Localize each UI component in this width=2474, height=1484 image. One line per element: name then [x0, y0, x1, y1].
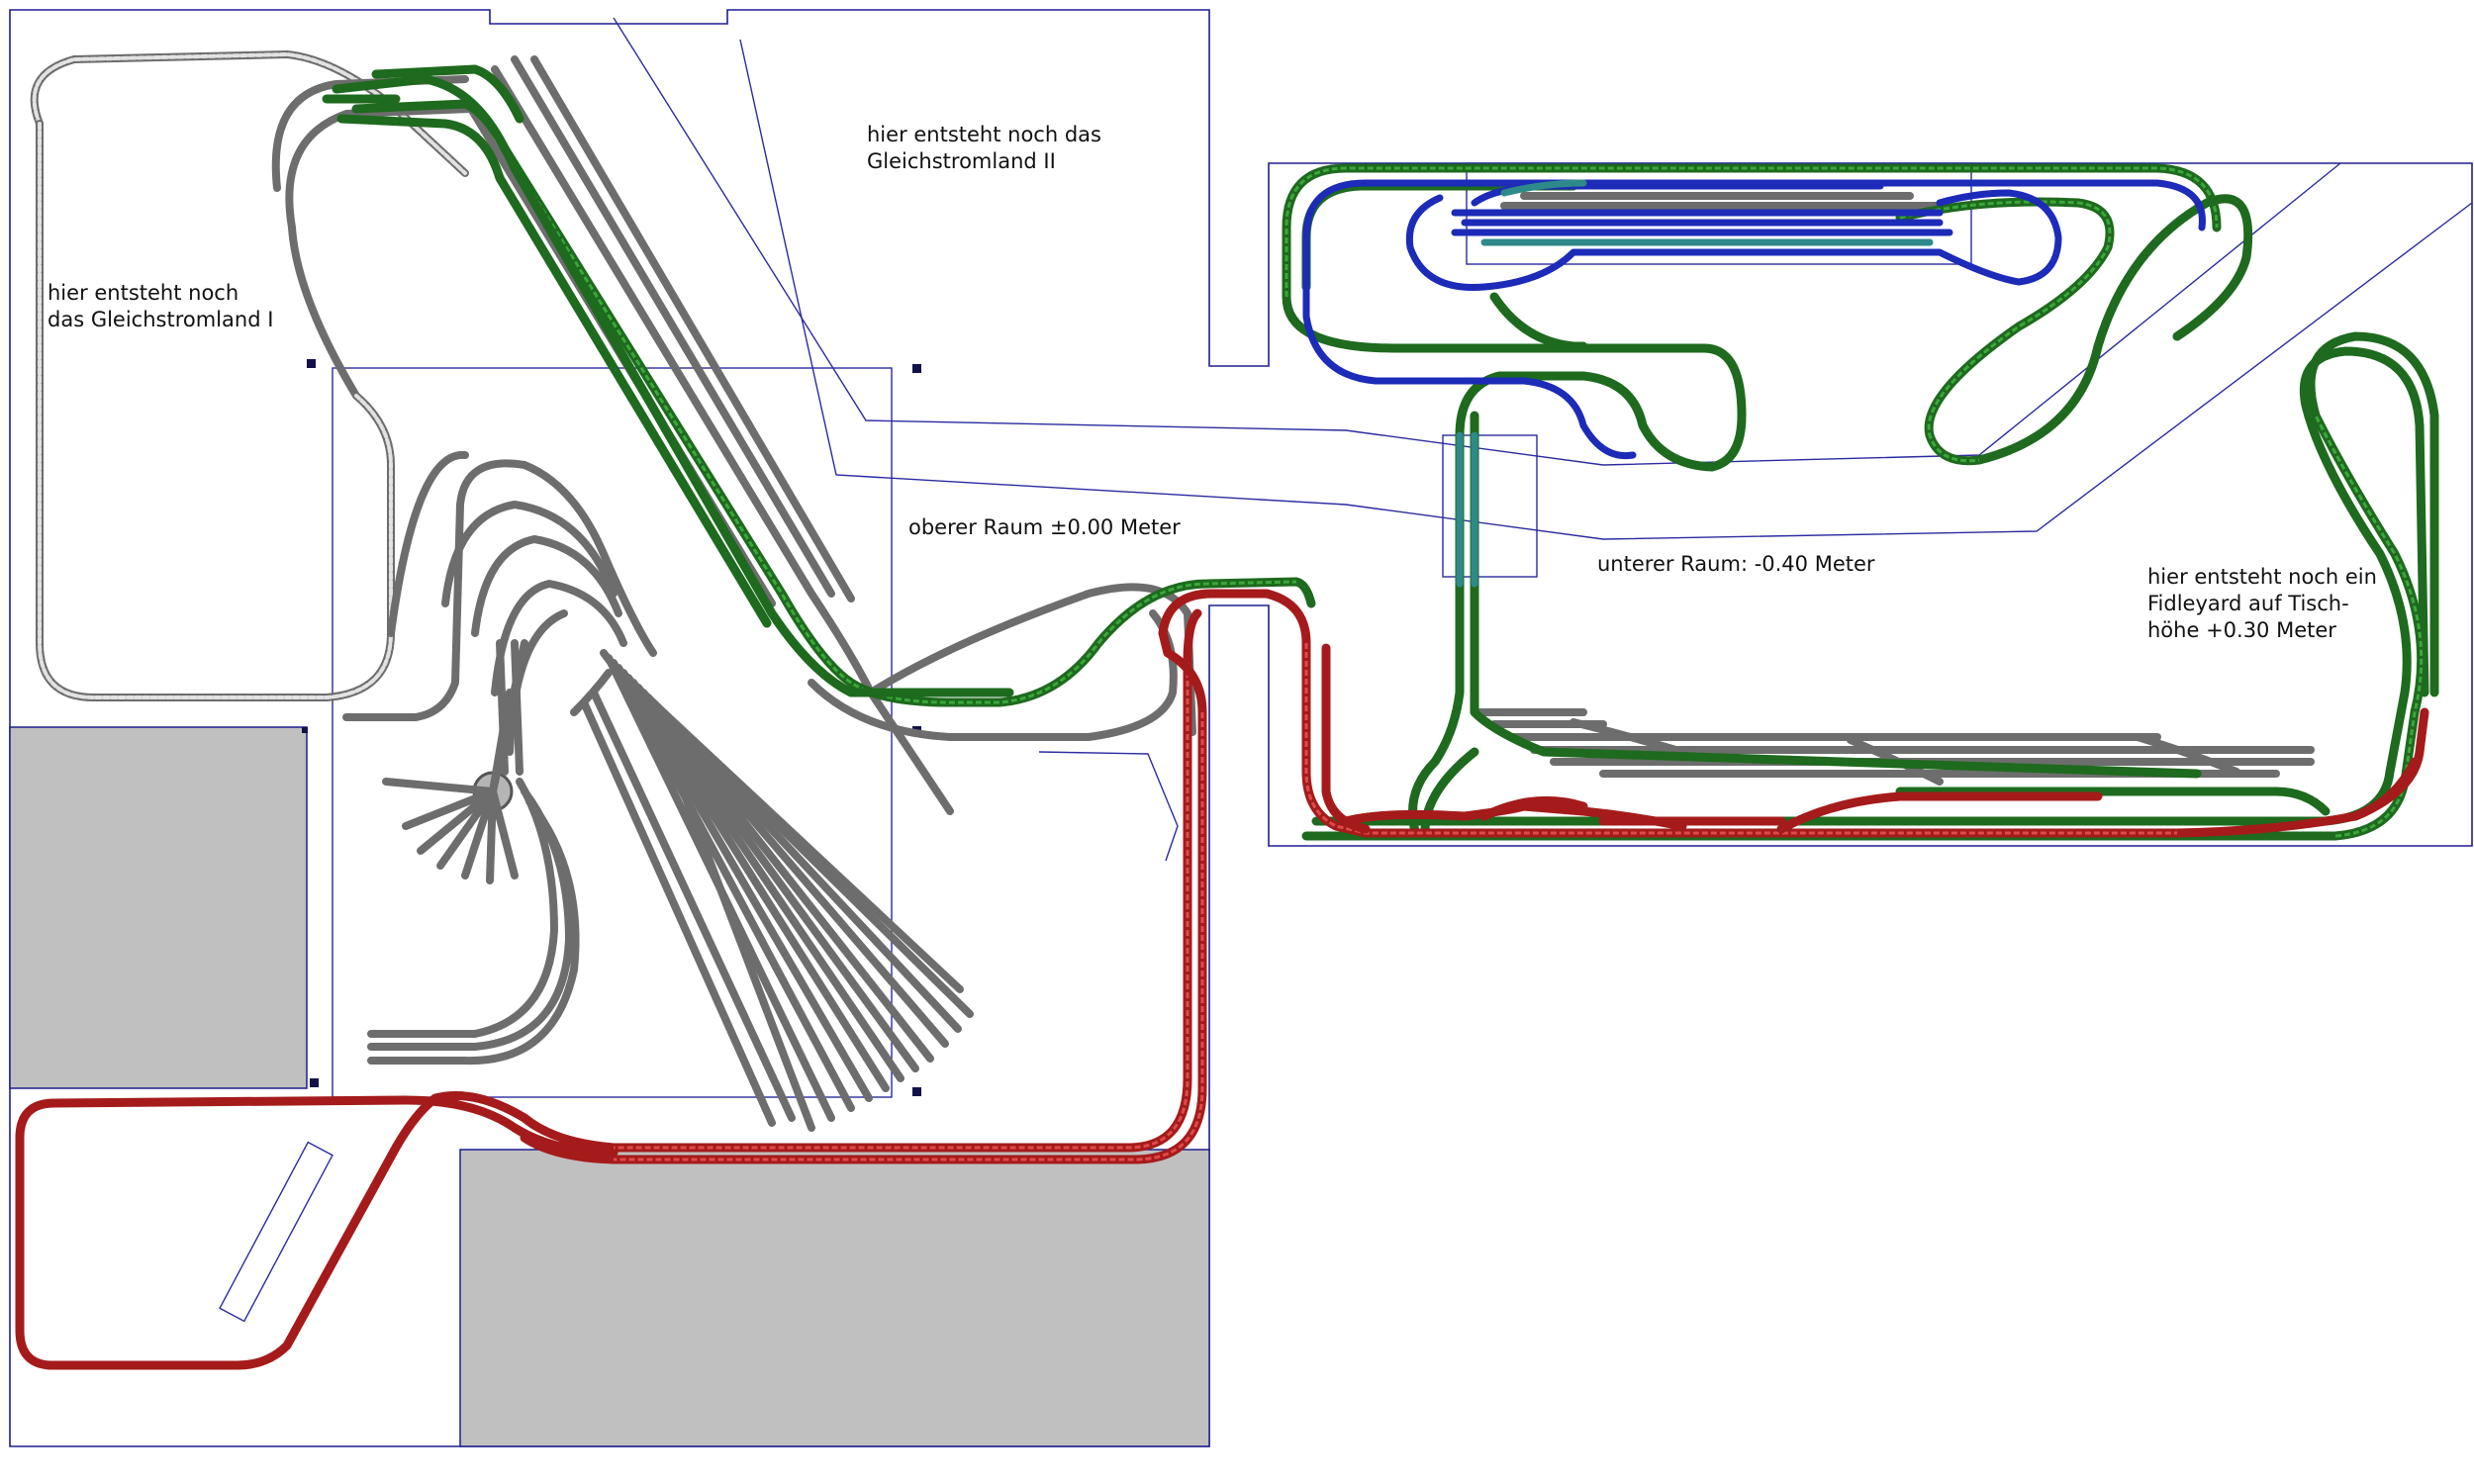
red-tracks	[15, 589, 2429, 1370]
upper-room-outline	[9, 9, 2473, 1447]
blocked-area-left	[9, 726, 308, 1089]
label-gleichstromland-1-line1: hier entsteht noch	[48, 281, 239, 305]
label-gleichstromland-1: hier entsteht noch das Gleichstromland I	[48, 280, 273, 333]
label-gleichstromland-1-line2: das Gleichstromland I	[48, 308, 274, 331]
label-oberer-raum: oberer Raum ±0.00 Meter	[908, 515, 1181, 539]
label-fiddleyard: hier entsteht noch ein Fidleyard auf Tis…	[2147, 564, 2377, 644]
label-unterer-raum: unterer Raum: -0.40 Meter	[1597, 552, 1875, 576]
label-fiddleyard-line2: Fidleyard auf Tisch-	[2147, 592, 2349, 615]
label-gleichstromland-2-line2: Gleichstromland II	[867, 149, 1056, 173]
blue-tracks	[1302, 179, 2206, 460]
label-fiddleyard-line3: höhe +0.30 Meter	[2147, 618, 2336, 642]
label-fiddleyard-line1: hier entsteht noch ein	[2147, 565, 2377, 589]
label-gleichstromland-2-line1: hier entsteht noch das	[867, 123, 1101, 146]
label-gleichstromland-2: hier entsteht noch das Gleichstromland I…	[867, 122, 1101, 175]
blocked-area-bottom	[459, 1149, 1210, 1447]
teal-tracks	[1456, 179, 1934, 588]
green-tracks	[322, 64, 2439, 841]
